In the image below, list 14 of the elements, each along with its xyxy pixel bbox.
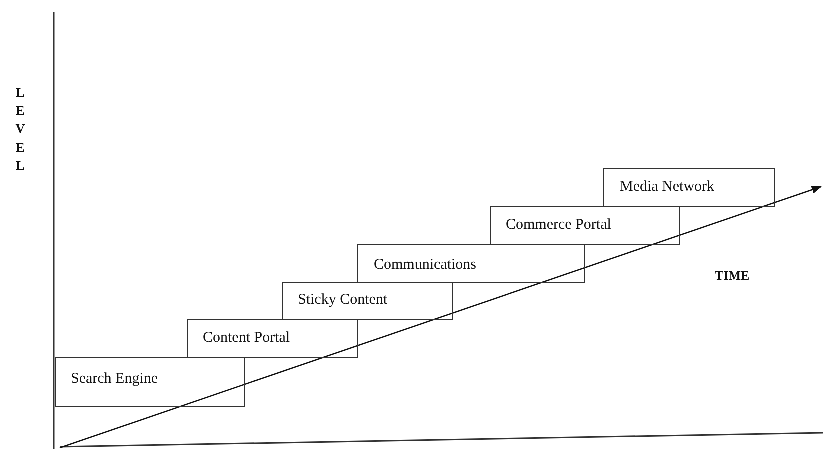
stage-box	[357, 244, 585, 283]
stage-label: Sticky Content	[298, 292, 388, 309]
stage-label: Commerce Portal	[506, 217, 612, 234]
stage-box	[187, 319, 358, 358]
stage-label: Search Engine	[71, 371, 158, 388]
stage-label: Communications	[374, 257, 476, 274]
stage-label: Media Network	[620, 179, 715, 196]
stage-box	[490, 206, 680, 245]
axis-label: LEVEL	[14, 84, 26, 175]
stage-box	[55, 357, 245, 407]
stage-box	[603, 168, 775, 207]
axis-label: TIME	[715, 268, 750, 284]
stage-label: Content Portal	[203, 330, 290, 347]
stage-box	[282, 282, 453, 320]
